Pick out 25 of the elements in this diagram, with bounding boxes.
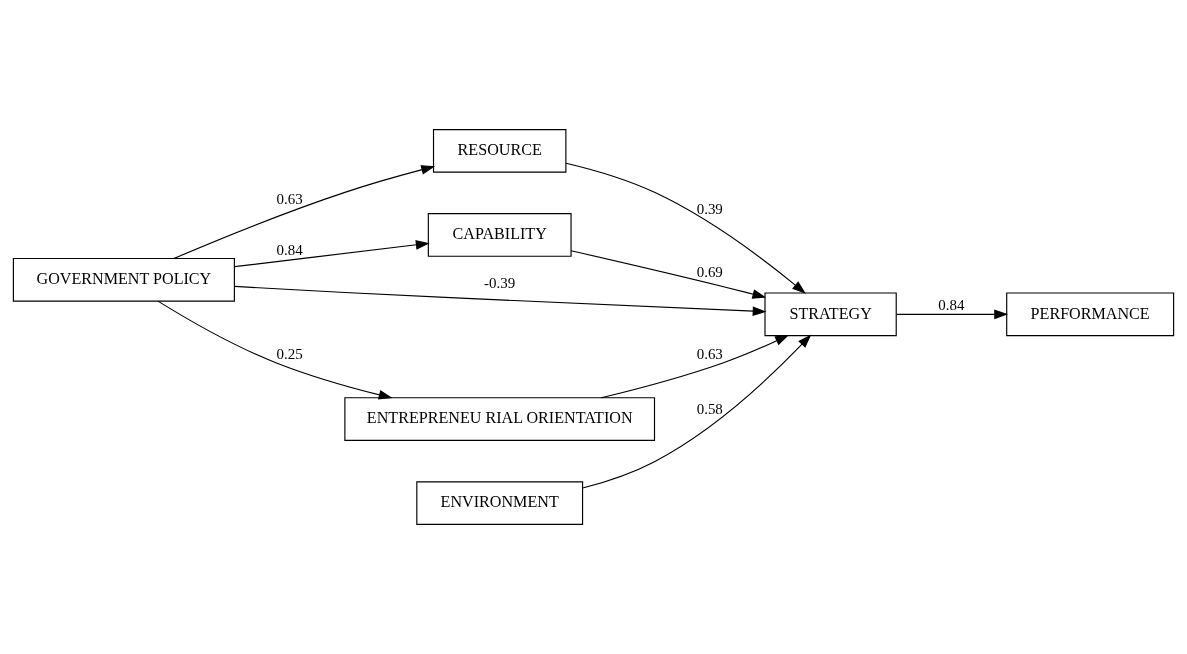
arrow	[565, 162, 806, 294]
node-box: CAPABILITY	[427, 213, 572, 257]
arrow	[234, 240, 430, 268]
node-box: STRATEGY	[764, 292, 897, 337]
edge-label: 0.84	[938, 297, 965, 314]
node-box: ENTREPRENEU RIAL ORIENTATION	[344, 397, 656, 441]
edge-label: 0.84	[276, 241, 303, 258]
node-box: RESOURCE	[432, 129, 567, 173]
edge-label: 0.69	[696, 263, 723, 280]
arrow	[173, 165, 436, 259]
arrow	[895, 309, 1009, 320]
edge-label: 0.63	[696, 345, 723, 362]
arrow	[570, 250, 767, 299]
edge-label: -0.39	[484, 275, 516, 292]
node-box: ENVIRONMENT	[416, 481, 584, 525]
edge-label: 0.39	[696, 200, 723, 217]
node-box: GOVERNMENT POLICY	[12, 257, 235, 302]
node-box: PERFORMANCE	[1006, 292, 1175, 337]
edge-label: 0.63	[276, 191, 303, 208]
arrow	[582, 334, 812, 489]
edge-label: 0.58	[696, 400, 723, 417]
edge-label: 0.25	[276, 345, 303, 362]
arrow	[157, 300, 393, 400]
arrow	[600, 334, 789, 399]
arrow	[234, 285, 767, 316]
